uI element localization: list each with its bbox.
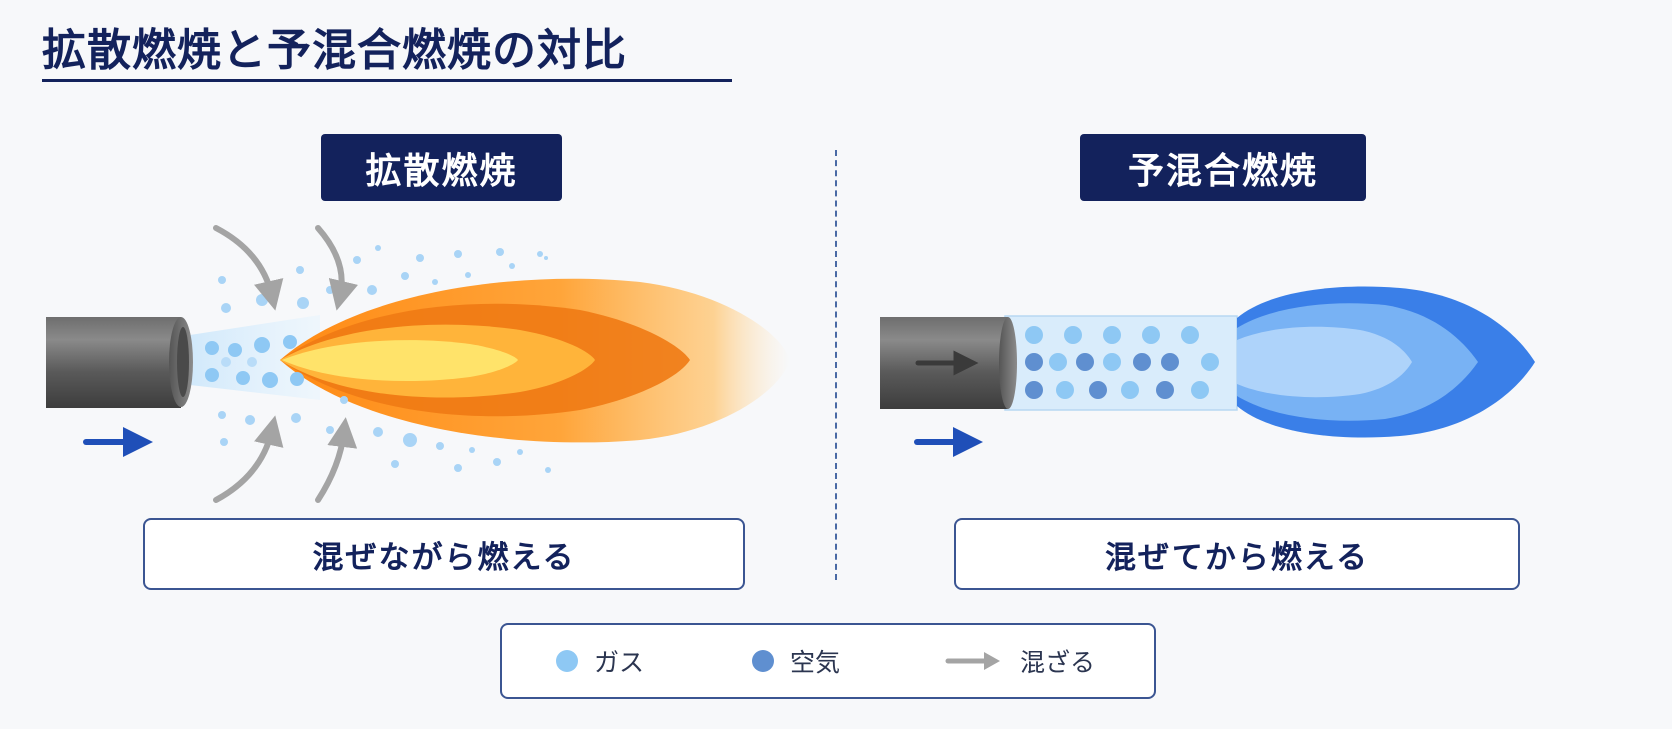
legend-label-gas: ガス: [594, 648, 645, 677]
gas-particle: [1064, 326, 1082, 344]
gas-particle: [290, 372, 304, 386]
gas-particle: [205, 368, 219, 382]
blue-flame-core: [1237, 326, 1412, 398]
air-particle: [1156, 381, 1174, 399]
gas-particle: [1121, 381, 1139, 399]
air-particle: [1025, 381, 1043, 399]
gas-particle: [1181, 326, 1199, 344]
gas-particle: [247, 357, 257, 367]
gas-particle: [221, 357, 231, 367]
premixed-combustion-label: 予混合燃焼: [1080, 134, 1366, 201]
mix-arrow-icon: [213, 415, 284, 503]
diffusion-combustion-label: 拡散燃焼: [321, 134, 562, 201]
gas-particle: [1191, 381, 1209, 399]
gas-particle: [262, 372, 278, 388]
gas-particle: [1049, 353, 1067, 371]
mixing-arrows: [213, 225, 359, 503]
gas-particle: [1056, 381, 1074, 399]
gas-particle: [236, 371, 250, 385]
section-divider: [835, 150, 837, 580]
premixed-flame: [1237, 286, 1535, 438]
air-particle: [1161, 353, 1179, 371]
gas-particle: [1025, 326, 1043, 344]
air-particle: [1089, 381, 1107, 399]
mix-arrow-icon: [315, 225, 359, 311]
gas-particle: [1103, 353, 1121, 371]
legend-item-gas: ガス: [556, 625, 644, 697]
air-particle: [1025, 353, 1043, 371]
legend-label-mix: 混ざる: [1020, 648, 1096, 677]
premixed-caption: 混ぜてから燃える: [954, 518, 1520, 590]
page-title: 拡散燃焼と予混合燃焼の対比: [42, 25, 627, 76]
flame-core: [282, 340, 518, 382]
dark-blue-dot-icon: [752, 650, 774, 672]
title-underline: [42, 79, 732, 82]
fuel-pipe: [46, 317, 181, 408]
legend: ガス 空気 混ざる: [500, 623, 1156, 699]
air-particle: [1133, 353, 1151, 371]
pipe-nozzle: [999, 317, 1017, 409]
gas-particle: [1103, 326, 1121, 344]
diffusion-caption: 混ぜながら燃える: [143, 518, 745, 590]
diffusion-flame: [280, 278, 790, 443]
gas-particle: [1142, 326, 1160, 344]
gas-particle: [283, 335, 297, 349]
light-blue-dot-icon: [556, 650, 578, 672]
mix-arrow-icon: [315, 417, 358, 503]
air-particle: [1076, 353, 1094, 371]
legend-label-air: 空気: [790, 648, 841, 677]
gas-particle: [228, 343, 242, 357]
premixed-particles: [1025, 326, 1219, 399]
legend-item-mix: 混ざる: [944, 625, 1095, 697]
gray-arrow-icon: [945, 652, 1000, 670]
gas-particle: [1201, 353, 1219, 371]
gas-particle: [205, 341, 219, 355]
gas-particle: [254, 337, 270, 353]
diffusion-burner: [46, 315, 320, 408]
mix-arrow-icon: [213, 225, 284, 311]
legend-item-air: 空気: [752, 625, 840, 697]
